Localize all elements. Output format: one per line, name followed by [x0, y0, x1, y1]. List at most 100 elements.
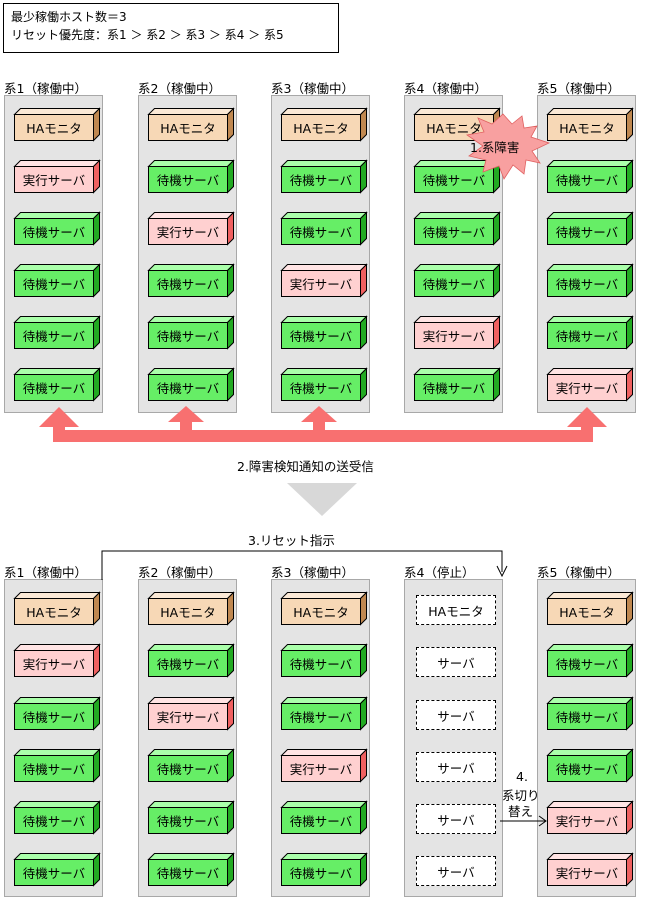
box-3d-icon [413, 315, 501, 350]
top-col3-standby-server-box-3: 待機サーバ [280, 211, 368, 246]
box-3d-icon [280, 211, 368, 246]
top-system-panel-2 [138, 95, 237, 413]
box-3d-icon [147, 315, 235, 350]
top-col2-ha-monitor-box-1: HAモニタ [147, 107, 235, 142]
top-col5-standby-server-box-3: 待機サーバ [546, 211, 634, 246]
box-label: HAモニタ [281, 114, 361, 141]
top-col4-ha-monitor-box-1: HAモニタ [413, 107, 501, 142]
bottom-col4-stopped-box-2: サーバ [416, 647, 496, 677]
bottom-col5-active-server-box-5: 実行サーバ [546, 800, 634, 835]
top-col1-standby-server-box-4: 待機サーバ [13, 263, 101, 298]
box-label: 待機サーバ [14, 703, 94, 730]
top-system-panel-3 [271, 95, 370, 413]
box-label: 待機サーバ [547, 755, 627, 782]
box-label: 実行サーバ [547, 859, 627, 886]
legend-reset-priority: リセット優先度：系1 ＞ 系2 ＞ 系3 ＞ 系4 ＞ 系5 [11, 28, 284, 42]
bottom-col5-active-server-box-6: 実行サーバ [546, 852, 634, 887]
top-col5-standby-server-box-2: 待機サーバ [546, 159, 634, 194]
box-label: 待機サーバ [148, 807, 228, 834]
notify-arrowhead-5 [567, 407, 607, 427]
box-3d-icon [546, 367, 634, 402]
box-label: 待機サーバ [414, 374, 494, 401]
bottom-col3-standby-server-box-6: 待機サーバ [280, 852, 368, 887]
top-system-panel-5 [537, 95, 636, 413]
switchover-label-2: 系切り [502, 788, 540, 803]
box-label: HAモニタ [148, 598, 228, 625]
bottom-column-title-2: 系2（稼働中） [138, 565, 221, 580]
bottom-system-panel-4 [404, 579, 503, 897]
top-col2-standby-server-box-4: 待機サーバ [147, 263, 235, 298]
box-label: 待機サーバ [547, 650, 627, 677]
bottom-col1-ha-monitor-box-1: HAモニタ [13, 591, 101, 626]
bottom-col2-active-server-box-3: 実行サーバ [147, 696, 235, 731]
box-label: 待機サーバ [547, 322, 627, 349]
top-col3-standby-server-box-6: 待機サーバ [280, 367, 368, 402]
top-col5-standby-server-box-4: 待機サーバ [546, 263, 634, 298]
bottom-col1-standby-server-box-5: 待機サーバ [13, 800, 101, 835]
failure-label: 1.系障害 [470, 140, 520, 155]
box-label: 待機サーバ [14, 322, 94, 349]
top-column-title-2: 系2（稼働中） [138, 81, 221, 96]
bottom-col4-stopped-box-1: HAモニタ [416, 595, 496, 625]
top-column-title-1: 系1（稼働中） [4, 81, 87, 96]
top-col2-standby-server-box-5: 待機サーバ [147, 315, 235, 350]
top-col3-active-server-box-4: 実行サーバ [280, 263, 368, 298]
bottom-col1-active-server-box-2: 実行サーバ [13, 643, 101, 678]
top-col5-active-server-box-6: 実行サーバ [546, 367, 634, 402]
top-col1-ha-monitor-box-1: HAモニタ [13, 107, 101, 142]
reset-line [101, 550, 503, 580]
top-column-title-5: 系5（稼働中） [537, 81, 620, 96]
box-label: 実行サーバ [547, 807, 627, 834]
top-col2-active-server-box-3: 実行サーバ [147, 211, 235, 246]
box-3d-icon [546, 800, 634, 835]
bottom-col3-standby-server-box-2: 待機サーバ [280, 643, 368, 678]
box-label: 待機サーバ [281, 322, 361, 349]
bottom-col5-standby-server-box-3: 待機サーバ [546, 696, 634, 731]
box-3d-icon [147, 107, 235, 142]
bottom-col2-standby-server-box-6: 待機サーバ [147, 852, 235, 887]
box-label: 待機サーバ [414, 218, 494, 245]
box-label: 待機サーバ [148, 322, 228, 349]
top-col4-standby-server-box-4: 待機サーバ [413, 263, 501, 298]
box-3d-icon [13, 696, 101, 731]
bottom-system-panel-3 [271, 579, 370, 897]
bottom-col4-stopped-box-5: サーバ [416, 804, 496, 834]
transition-arrow-icon [287, 483, 357, 516]
bottom-col2-standby-server-box-4: 待機サーバ [147, 748, 235, 783]
notify-stem-5 [581, 425, 593, 437]
box-label: 待機サーバ [14, 218, 94, 245]
box-3d-icon [546, 852, 634, 887]
top-col3-standby-server-box-5: 待機サーバ [280, 315, 368, 350]
box-label: 待機サーバ [281, 859, 361, 886]
box-label: 待機サーバ [148, 650, 228, 677]
notify-stem-1 [53, 425, 65, 437]
box-label: 待機サーバ [414, 270, 494, 297]
box-label: HAモニタ [14, 598, 94, 625]
notify-arrowhead-2 [168, 406, 204, 422]
box-label: HAモニタ [148, 114, 228, 141]
box-label: 待機サーバ [148, 374, 228, 401]
top-col1-standby-server-box-6: 待機サーバ [13, 367, 101, 402]
box-label: 待機サーバ [14, 755, 94, 782]
top-col4-standby-server-box-2: 待機サーバ [413, 159, 501, 194]
legend-min-hosts: 最少稼働ホスト数＝3 [11, 10, 127, 24]
box-label: 待機サーバ [547, 703, 627, 730]
bottom-col4-stopped-box-4: サーバ [416, 752, 496, 782]
top-system-panel-1 [4, 95, 103, 413]
switchover-label-1: 4. [516, 769, 528, 784]
bottom-column-title-4: 系4（停止） [404, 565, 475, 580]
notify-arrows [39, 406, 607, 442]
bottom-col3-active-server-box-4: 実行サーバ [280, 748, 368, 783]
box-label: 待機サーバ [148, 755, 228, 782]
switchover-arrowhead [538, 815, 547, 827]
top-col2-standby-server-box-2: 待機サーバ [147, 159, 235, 194]
box-label: HAモニタ [547, 114, 627, 141]
bottom-col3-standby-server-box-5: 待機サーバ [280, 800, 368, 835]
top-col1-standby-server-box-3: 待機サーバ [13, 211, 101, 246]
top-col4-standby-server-box-3: 待機サーバ [413, 211, 501, 246]
box-label: 待機サーバ [14, 270, 94, 297]
bottom-col4-stopped-box-6: サーバ [416, 856, 496, 886]
bottom-col2-standby-server-box-5: 待機サーバ [147, 800, 235, 835]
